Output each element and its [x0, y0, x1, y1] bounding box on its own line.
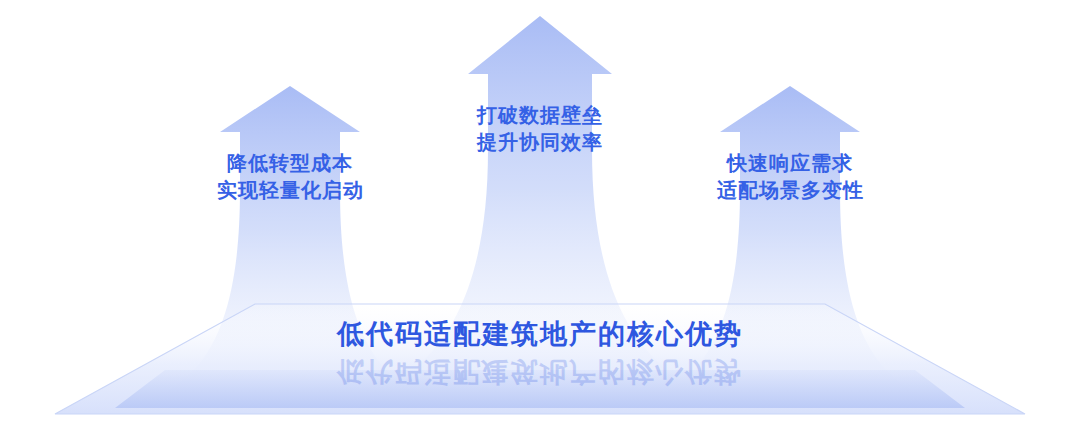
- arrow-body: [320, 16, 760, 405]
- platform-outline: [55, 304, 1025, 414]
- arrow-caption: 适配场景多变性: [717, 177, 864, 204]
- arrow-caption: 实现轻量化启动: [217, 177, 364, 204]
- title-reflection: 低代码适配建筑地产的核心优势: [337, 354, 743, 390]
- arrow-caption: 快速响应需求: [727, 150, 853, 177]
- base-platform: 低代码适配建筑地产的核心优势: [55, 292, 1025, 414]
- platform-title: 低代码适配建筑地产的核心优势: [337, 316, 743, 352]
- platform-shape: [55, 292, 1025, 416]
- arrow-caption: 降低转型成本: [227, 150, 353, 177]
- arrow-caption: 打破数据壁垒: [477, 102, 603, 129]
- arrow-caption: 提升协同效率: [477, 129, 603, 156]
